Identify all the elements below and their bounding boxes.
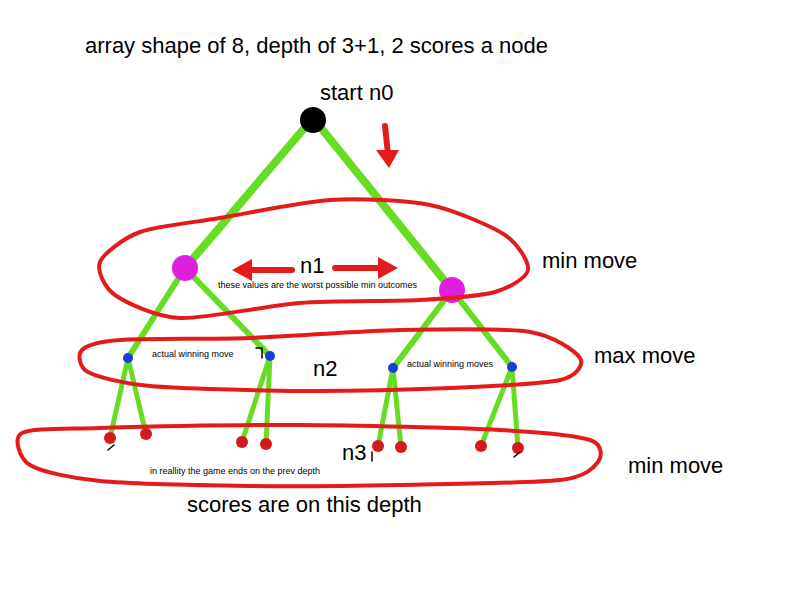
score-dot	[395, 441, 407, 453]
depth-band: actual winning move n2 actual winning move…	[74, 322, 588, 399]
arrow-head	[232, 259, 252, 281]
level-caption: min move	[542, 248, 637, 273]
band-outline-path	[80, 329, 581, 391]
tree-branch	[266, 356, 270, 444]
tick-mark	[108, 445, 114, 450]
score-dot	[104, 432, 116, 444]
tree-branch	[393, 368, 401, 447]
max-node-dot	[388, 363, 398, 373]
root-dot	[300, 107, 326, 133]
depth-band: n3 in reallity the game ends on the prev …	[14, 417, 606, 494]
note-text: in reallity the game ends on the prev de…	[150, 466, 320, 476]
level-caption: scores are on this depth	[187, 492, 422, 517]
depth-band: n1 these values are the worst possible mi…	[92, 192, 536, 326]
tick-mark	[514, 452, 520, 457]
level-label: n2	[313, 356, 337, 381]
note-text: actual winning move	[152, 349, 234, 359]
tree-branch	[378, 368, 393, 446]
score-dot	[236, 436, 248, 448]
tree-branch	[512, 367, 518, 448]
max-node-dot	[123, 353, 133, 363]
note-text: actual winning moves	[407, 359, 493, 369]
diagram-title: array shape of 8, depth of 3+1, 2 scores…	[85, 33, 548, 58]
max-node-dot	[507, 362, 517, 372]
band-outline	[14, 417, 606, 494]
red-arrow	[385, 126, 388, 154]
max-node-dot	[265, 351, 275, 361]
level-label: start n0	[320, 80, 393, 105]
score-dot	[140, 428, 152, 440]
score-dot	[260, 438, 272, 450]
score-dot	[512, 442, 524, 454]
band-outline-path	[18, 425, 601, 486]
tick-mark	[371, 452, 373, 461]
min-node-dot	[172, 255, 198, 281]
level-caption: max move	[594, 343, 695, 368]
start-node: start n0	[318, 78, 395, 107]
tree-branch	[128, 358, 146, 434]
level-label: n3	[342, 440, 366, 465]
band-outline-path	[99, 199, 528, 318]
score-dot	[475, 440, 487, 452]
tree-branch	[185, 118, 313, 268]
score-dot	[372, 440, 384, 452]
note-text: these values are the worst possible min …	[218, 280, 417, 290]
tree-branch	[481, 367, 512, 446]
red-arrow	[250, 267, 292, 273]
tick-mark	[256, 348, 262, 358]
arrow-head	[378, 257, 398, 279]
arrow-head	[376, 150, 399, 168]
red-arrow	[335, 265, 380, 271]
level-caption: min move	[628, 453, 723, 478]
level-label: n1	[300, 253, 324, 278]
